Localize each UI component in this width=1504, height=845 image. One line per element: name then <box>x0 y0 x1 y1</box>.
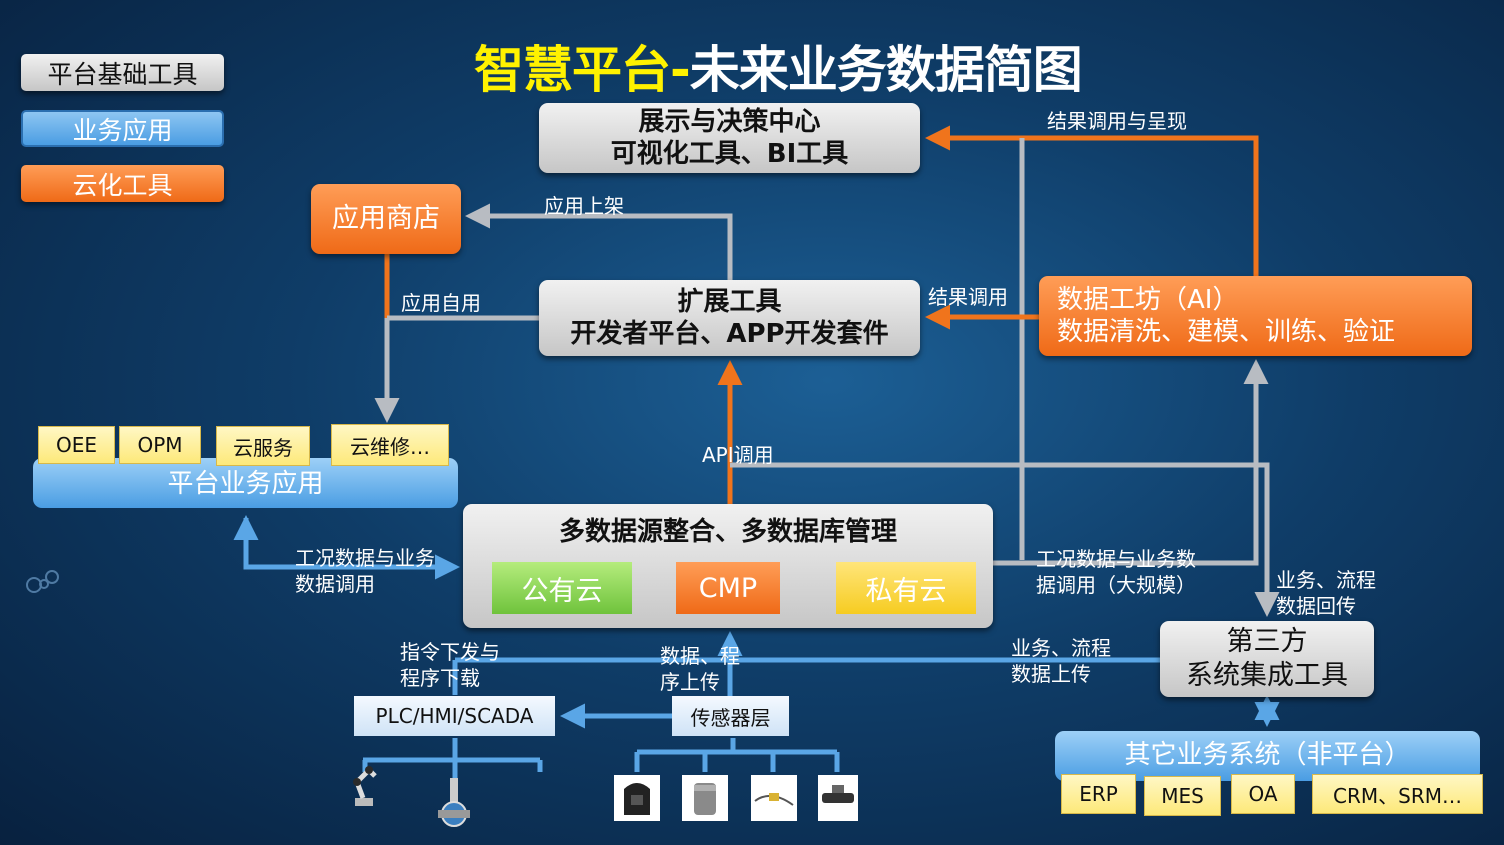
edge-label-app-shelf: 应用上架 <box>544 194 624 218</box>
legend-cloud-tools: 云化工具 <box>21 165 224 202</box>
system-tag-erp: ERP <box>1061 774 1136 814</box>
line-integration-to-workshop <box>992 359 1269 566</box>
plc-hmi-scada: PLC/HMI/SCADA <box>354 696 555 736</box>
app-store: 应用商店 <box>311 184 461 254</box>
private-cloud: 私有云 <box>836 562 976 614</box>
system-tag-crm-srm: CRM、SRM… <box>1312 774 1483 814</box>
legend-base-tools: 平台基础工具 <box>21 54 224 91</box>
edge-label-biz-return: 业务、流程 数据回传 <box>1276 568 1376 618</box>
line-api-horizontal <box>730 462 1280 617</box>
data-workshop-ai: 数据工坊（AI） 数据清洗、建模、训练、验证 <box>1039 276 1472 356</box>
line-ext-to-store <box>465 203 733 280</box>
app-tag-opm: OPM <box>119 426 201 464</box>
edge-label-app-self: 应用自用 <box>401 291 481 315</box>
line-sensor-devices <box>634 738 840 772</box>
valve-icon <box>438 778 470 827</box>
system-tag-mes: MES <box>1144 776 1221 816</box>
page-title: 智慧平台-未来业务数据简图 <box>474 41 1083 99</box>
edge-label-result-present: 结果调用与呈现 <box>1047 109 1187 133</box>
public-cloud: 公有云 <box>492 562 632 614</box>
edge-label-biz-upload: 业务、流程 数据上传 <box>1011 636 1111 686</box>
extension-tools: 扩展工具 开发者平台、APP开发套件 <box>539 280 920 356</box>
sensor-device-3-icon <box>751 775 797 821</box>
app-tag-cloud-repair: 云维修… <box>331 424 449 466</box>
app-tag-cloud-service: 云服务 <box>216 426 310 466</box>
legend-business-apps: 业务应用 <box>21 110 224 147</box>
robot-arm-icon <box>353 766 377 806</box>
edge-label-cond-data: 工况数据与业务 数据调用 <box>295 546 435 596</box>
system-tag-oa: OA <box>1231 774 1295 814</box>
third-party-integration: 第三方 系统集成工具 <box>1160 621 1374 697</box>
sensor-device-1-icon <box>614 775 660 821</box>
cmp: CMP <box>676 562 780 614</box>
line-workshop-to-display <box>925 125 1259 276</box>
platform-business-apps: 平台业务应用 <box>33 458 458 508</box>
other-business-systems: 其它业务系统（非平台） <box>1055 731 1480 781</box>
sensor-device-4-icon <box>818 775 858 821</box>
edge-label-command: 指令下发与 程序下载 <box>400 640 500 690</box>
decorative-rings-icon <box>26 570 59 593</box>
edge-label-result-call: 结果调用 <box>928 285 1008 309</box>
edge-label-data-program: 数据、程 序上传 <box>660 644 740 694</box>
sensor-device-2-icon <box>682 775 728 821</box>
display-decision-center: 展示与决策中心 可视化工具、BI工具 <box>539 103 920 173</box>
line-plc-devices <box>362 738 543 778</box>
app-tag-oee: OEE <box>38 426 115 464</box>
edge-label-api-call: API调用 <box>702 443 774 467</box>
sensor-layer: 传感器层 <box>672 696 789 736</box>
edge-label-cond-big: 工况数据与业务数 据调用（大规模） <box>1036 547 1196 597</box>
